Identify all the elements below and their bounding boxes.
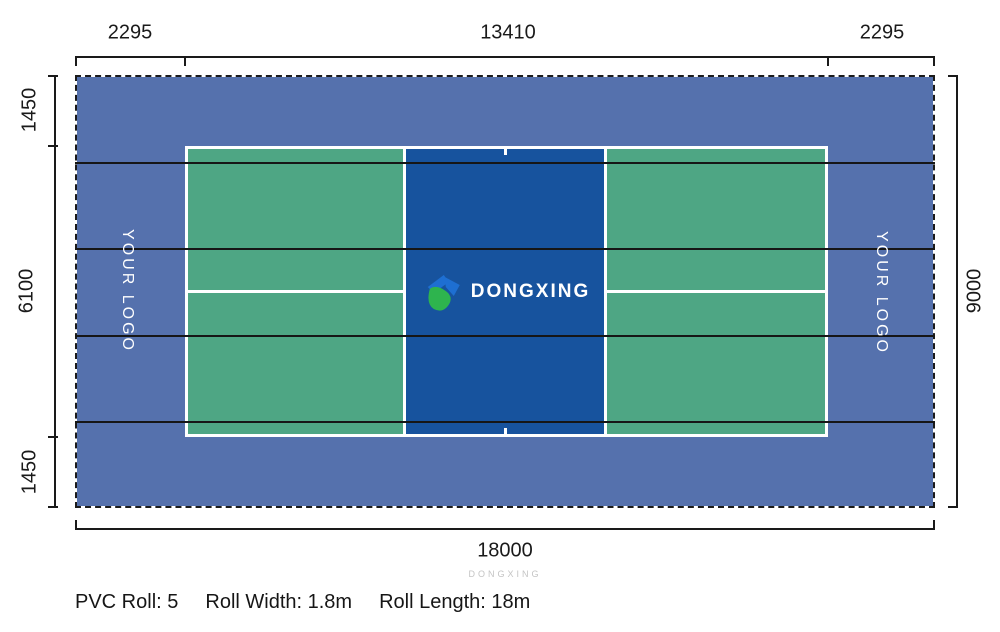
logo-mark-icon bbox=[427, 275, 460, 311]
roll-seam-line bbox=[75, 421, 935, 423]
dongxing-logo: DONGXING bbox=[424, 272, 590, 312]
court-line-divider-left bbox=[403, 149, 406, 434]
spec-roll-width: Roll Width: 1.8m bbox=[205, 591, 353, 613]
court-line-divider-right bbox=[604, 149, 607, 434]
dim-label-top-center: 13410 bbox=[480, 21, 536, 44]
dim-label-left-bottom: 1450 bbox=[18, 449, 41, 495]
spec-roll-length: Roll Length: 18m bbox=[379, 591, 531, 613]
dim-label-left-top: 1450 bbox=[18, 87, 41, 133]
brand-text: DONGXING bbox=[470, 281, 591, 302]
specs-row: PVC Roll: 5 Roll Width: 1.8m Roll Length… bbox=[75, 591, 530, 614]
dim-label-top-right: 2295 bbox=[859, 21, 905, 44]
roll-seam-line bbox=[75, 162, 935, 164]
roll-seam-line bbox=[75, 335, 935, 337]
court-surface: YOUR LOGO YOUR LOGO DONGXING bbox=[75, 75, 935, 508]
mid-court-line-left bbox=[188, 290, 403, 293]
dim-label-right: 9000 bbox=[963, 268, 986, 314]
watermark-text: DONGXING bbox=[468, 569, 542, 579]
dim-label-top-left: 2295 bbox=[107, 21, 153, 44]
dim-label-bottom: 18000 bbox=[477, 539, 533, 562]
mid-court-line-right bbox=[607, 290, 825, 293]
roll-seam-line bbox=[75, 248, 935, 250]
spec-pvc-roll: PVC Roll: 5 bbox=[75, 591, 179, 613]
your-logo-left: YOUR LOGO bbox=[119, 229, 136, 353]
dim-label-left-middle: 6100 bbox=[15, 268, 38, 314]
your-logo-right: YOUR LOGO bbox=[873, 231, 890, 355]
